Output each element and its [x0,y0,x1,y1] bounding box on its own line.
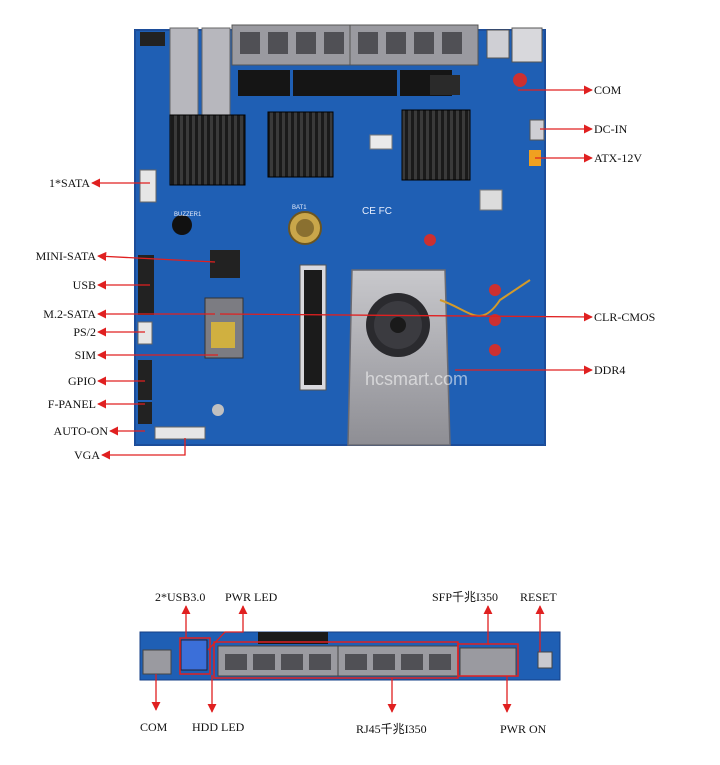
label-mini-sata: MINI-SATA [35,249,96,263]
label-1-sata: 1*SATA [48,176,90,190]
buzzer-mark: BUZZER1 [174,212,202,218]
right-callouts [219,85,593,375]
left-callouts [91,178,218,460]
label-vga: VGA [74,448,100,462]
board-marks: CE FC BUZZER1 BAT1 [174,205,392,218]
lan-transformers [238,70,452,96]
label-2-usb30: 2*USB3.0 [155,590,206,604]
usb-com-connectors-top [140,27,543,63]
label-clr-cmos: CLR-CMOS [594,310,656,324]
label-usb: USB [72,278,96,292]
label-f-panel: F-PANEL [47,397,96,411]
label-ddr4: DDR4 [594,363,626,377]
label-m2-sata: M.2-SATA [43,307,96,321]
label-rj45-i350: RJ45千兆I350 [356,722,427,736]
battery-mark: BAT1 [292,205,307,211]
io-panel [139,631,561,681]
cpu-fan-cooler [347,269,531,446]
label-pwr-on: PWR ON [500,722,547,736]
label-sfp-i350: SFP千兆I350 [432,590,499,604]
label-com: COM [594,83,622,97]
label-sim: SIM [74,348,96,362]
ce-fc-mark: CE FC [362,206,392,217]
watermark: hcsmart.com [365,369,468,389]
heatsinks [169,109,471,186]
sfp-cages [169,27,231,119]
io-callouts [151,605,545,713]
label-pwr-led: PWR LED [225,590,278,604]
label-atx-12v: ATX-12V [594,151,642,165]
label-hdd-led: HDD LED [192,720,245,734]
label-auto-on: AUTO-ON [53,424,108,438]
label-ps2: PS/2 [73,325,96,339]
label-dc-in: DC-IN [594,122,628,136]
rj45-stack-top [231,24,479,66]
label-reset: RESET [520,590,557,604]
label-io-com: COM [140,720,168,734]
label-gpio: GPIO [67,374,96,388]
